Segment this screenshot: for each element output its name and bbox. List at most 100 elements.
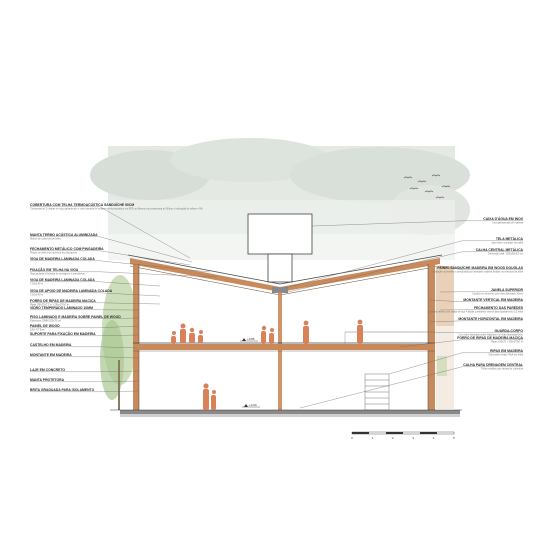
right-facade: [436, 326, 454, 410]
annotation-left-sub: Abaixo de cobertura de telha: [30, 238, 61, 241]
annotation-left-sub: Espessura 15MM 100x70 cm: [30, 320, 61, 323]
annotation-right-title: CALHA CENTRAL METÁLICA: [476, 247, 524, 252]
annotation-right-sub: Telha metálica com tampa de cobertura: [481, 368, 524, 371]
annotation-left-title: VIGA DE APOIO DE MADEIRA LAMINADA COLADA: [30, 289, 113, 293]
annotation-left-sub: 7,30x0,40 m: [30, 283, 43, 286]
annotation-left-title: PAINEL DE WOOD: [30, 324, 60, 328]
left-annotations: COBERTURA COM TELHA TERMOACÚSTICA SANDUÍ…: [30, 202, 217, 392]
annotation-left-title: COBERTURA COM TELHA TERMOACÚSTICA SANDUÍ…: [30, 202, 134, 207]
annotation-left-title: MONTANTE EM MADEIRA: [30, 353, 72, 357]
scale-mark-label: 5: [453, 436, 455, 440]
scale-bar: 0 1 2 3 4 5: [351, 431, 455, 440]
scale-mark-label: 0: [351, 436, 353, 440]
annotation-left-sub: Fixado na telha e/ou abertura fixo da pa…: [30, 252, 78, 255]
annotation-right-7: MONTANTE HORIZONTAL EM MADEIRA: [429, 317, 524, 323]
annotation-right-sub: Com vidro laminado sobre balaústre em vi…: [458, 334, 523, 337]
annotation-left-title: PISO LAMINADO E MADEIRA SOBRE PAINEL DE …: [30, 315, 121, 319]
annotation-left-title: BRITA GRADUADA PARA ISOLAMENTO: [30, 388, 95, 392]
annotation-left-16: BRITA GRADUADA PARA ISOLAMENTO: [30, 388, 139, 392]
annotation-left-15: MANTA PROTETORA: [30, 378, 139, 382]
annotation-left-8: VIDRO TEMPERADO LAMINADO 10MM: [30, 306, 139, 311]
annotation-right-sub: Cimento interno com chapa de aço 4 fiada…: [428, 311, 524, 314]
annotation-left-title: MANTA PROTETORA: [30, 378, 65, 382]
annotation-left-sub: Ripas 100x70x7,2 m + 260x170x7 m: [30, 304, 69, 307]
annotation-left-12: CASTELHO EM MADEIRA: [30, 343, 139, 349]
annotation-left-title: VIGA DE MADEIRA LAMINADA COLADA: [30, 278, 95, 282]
annotation-right-sub: para fixar e proteger da calha: [492, 242, 524, 245]
annotation-right-title: PAINEL SANDUÍCHE MADEIRA EM WOOD DOUGLAS: [437, 265, 523, 270]
roof-butterfly: [127, 254, 443, 296]
annotation-right-title: JANELA SUPERIOR: [491, 288, 524, 292]
annotation-right-3: PAINEL SANDUÍCHE MADEIRA EM WOOD DOUGLAS…: [432, 265, 524, 274]
human-figures: [171, 319, 363, 410]
annotation-right-title: MONTANTE HORIZONTAL EM MADEIRA: [458, 317, 523, 321]
annotation-left-5: VIGA DE MADEIRA LAMINADA COLADA7,30x0,40…: [30, 278, 161, 287]
annotation-left-title: VIGA DE MADEIRA LAMINADA COLADA: [30, 257, 95, 261]
annotation-left-sub: Composta por 2 chapas em aço galvanizado…: [30, 208, 204, 211]
annotation-right-title: GUARDA-CORPO: [495, 329, 524, 333]
annotation-left-9: PISO LAMINADO E MADEIRA SOBRE PAINEL DE …: [30, 315, 139, 323]
scale-mark-label: 3: [412, 436, 414, 440]
annotation-left-0: COBERTURA COM TELHA TERMOACÚSTICA SANDUÍ…: [30, 202, 204, 259]
annotation-right-title: FECHAMENTO DAS PAREDES: [474, 306, 524, 310]
annotation-left-14: LAJE EM CONCRETO: [30, 368, 139, 372]
annotation-left-title: FORRO DE RIPAS DE MADEIRA MACIÇA: [30, 299, 96, 303]
annotation-right-title: FORRO DE RIPAS DE MADEIRA MACIÇA: [457, 336, 523, 340]
annotation-right-sub: Dimensão total: 1000x80x0,5 cm: [488, 253, 523, 256]
tree-left: [100, 275, 138, 410]
annotation-right-sub: Caixilho em alumínio com vidro laminado …: [472, 293, 523, 296]
annotation-left-13: MONTANTE EM MADEIRA: [30, 353, 139, 359]
level-label-upper: +3,85: [247, 337, 255, 341]
annotation-right-sub: Dimensões finais: 40x4 em linha: [489, 354, 524, 357]
annotation-right-title: TELA METÁLICA: [496, 236, 524, 241]
annotation-left-sub: 100+ 70 Tons: [30, 329, 45, 332]
scale-mark-label: 4: [433, 436, 435, 440]
level-marker-upper: +3,85: [240, 337, 258, 342]
annotation-right-sub: Instalação no ferrolho e pendurado por a…: [432, 271, 524, 274]
annotation-left-title: CASTELHO EM MADEIRA: [30, 343, 72, 347]
annotation-left-sub: 7,30x0,40 m: [30, 294, 43, 297]
stair: [364, 373, 390, 411]
level-label-ground: +0,00: [249, 403, 257, 407]
level-marker-ground: +0,00: [242, 403, 260, 408]
annotation-right-sub: Inox galvanizada de madeira: [492, 222, 523, 225]
scale-mark-label: 2: [392, 436, 394, 440]
water-tank: [247, 213, 313, 283]
annotation-left-title: SUPORTE PARA FIXAÇÃO EM MADEIRA: [30, 331, 96, 336]
annotation-right-5: MONTANTE VERTICAL EM MADEIRA: [429, 298, 524, 302]
annotation-left-3: VIGA DE MADEIRA LAMINADA COLADA: [30, 257, 211, 273]
annotation-left-2: FECHAMENTO METÁLICO COM PINGADEIRAFixado…: [30, 246, 191, 266]
annotation-left-6: VIGA DE APOIO DE MADEIRA LAMINADA COLADA…: [30, 289, 161, 297]
annotation-right-title: RIPAS EM MADEIRA: [490, 349, 523, 353]
annotation-right-title: MONTANTE VERTICAL EM MADEIRA: [463, 298, 523, 302]
annotation-left-title: FECHAMENTO METÁLICO COM PINGADEIRA: [30, 246, 104, 251]
annotation-left-title: VIDRO TEMPERADO LAMINADO 10MM: [30, 306, 93, 310]
scale-mark-label: 1: [372, 436, 374, 440]
annotation-right-sub: Ripas 100x70 + 260x170x7 m: [491, 341, 523, 344]
annotation-left-title: MANTA TERMO ACÚSTICA ALUMINIZADA: [30, 232, 98, 237]
annotation-left-title: LAJE EM CONCRETO: [30, 368, 65, 372]
annotation-right-title: CALHA PARA DRENAGEM CENTRAL: [463, 363, 523, 367]
annotation-left-title: FIXAÇÃO EM TELHA NA VIGA: [30, 267, 79, 272]
upper-floor-slab: [133, 331, 435, 352]
annotation-left-11: SUPORTE PARA FIXAÇÃO EM MADEIRA: [30, 331, 139, 336]
birds-icon: [403, 174, 451, 199]
annotation-right-title: CAIXA D'ÁGUA EM INOX: [483, 216, 523, 221]
annotation-left-sub: Viga apoiada à fachada de anelagens e pa…: [30, 273, 85, 276]
ground-slab: [110, 409, 462, 417]
